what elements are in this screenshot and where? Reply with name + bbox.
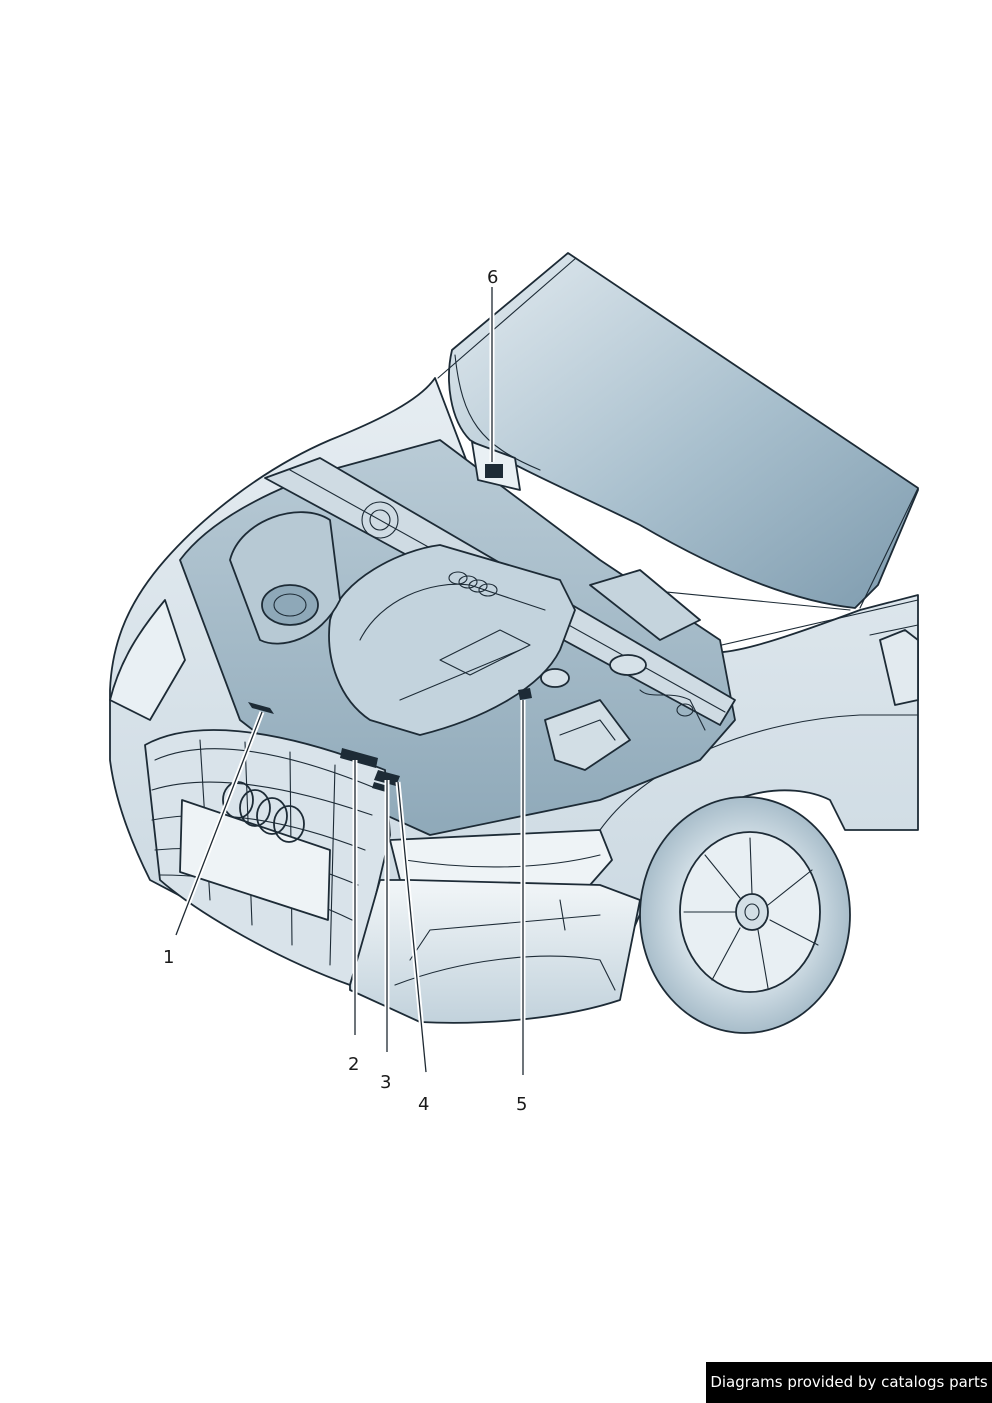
engine-cover bbox=[328, 544, 576, 736]
raised-hood bbox=[437, 252, 919, 609]
grille-rings bbox=[222, 781, 305, 843]
intake-pipe bbox=[229, 501, 399, 645]
callout-5: 5 bbox=[516, 1094, 527, 1115]
callout-4: 4 bbox=[418, 1094, 429, 1115]
callout-3: 3 bbox=[380, 1072, 391, 1093]
callout-leaders bbox=[173, 287, 526, 1075]
credit-banner: Diagrams provided by catalogs parts bbox=[706, 1362, 992, 1403]
leader-line-1 bbox=[175, 711, 263, 936]
headlights bbox=[109, 599, 613, 895]
leader-line-4 bbox=[397, 781, 427, 1073]
front-bumper bbox=[349, 879, 641, 1024]
callout-2: 2 bbox=[348, 1054, 359, 1075]
callout-numbers: 1 2 3 4 5 6 bbox=[163, 267, 527, 1115]
engine-cover-rings bbox=[448, 571, 498, 597]
front-wheel bbox=[639, 796, 851, 1034]
callout-1: 1 bbox=[163, 947, 174, 968]
battery-fusebox bbox=[540, 569, 706, 771]
callout-6: 6 bbox=[487, 267, 498, 288]
sticker-labels bbox=[248, 441, 532, 792]
